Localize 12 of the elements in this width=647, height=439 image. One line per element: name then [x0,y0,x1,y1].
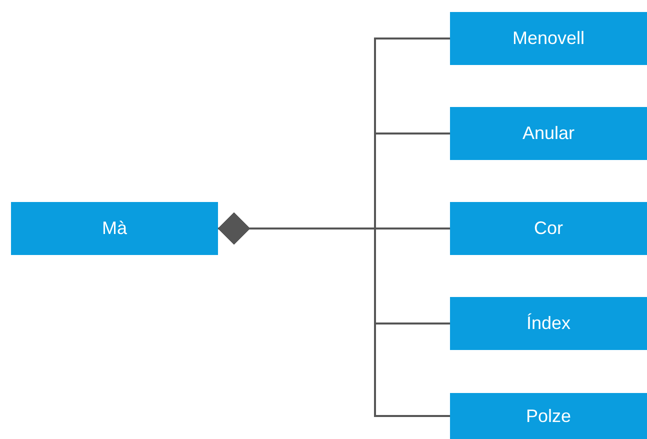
class-box [11,202,218,255]
class-box [450,393,647,439]
class-box [450,297,647,350]
class-box [450,107,647,160]
class-name: Índex [526,313,571,334]
class-name: Polze [526,406,572,426]
class-box [450,202,647,255]
class-box [450,12,647,65]
class-name: Anular [522,123,575,144]
class-name: Menovell [512,28,585,49]
class-name: Mà [102,218,127,239]
class-name: Cor [534,218,563,239]
